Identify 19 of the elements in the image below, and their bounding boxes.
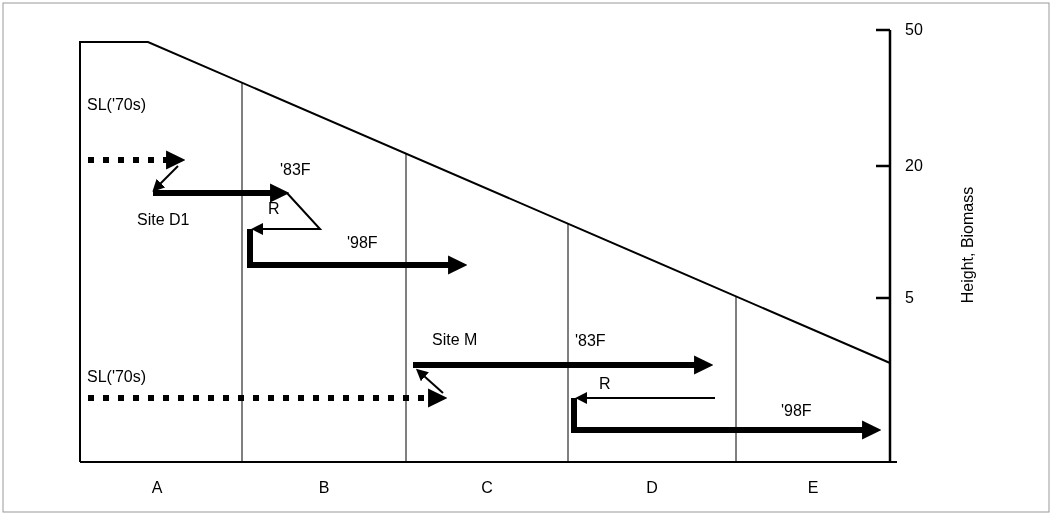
event-label: '98F — [781, 402, 812, 420]
tick-label: 5 — [905, 289, 914, 307]
zone-label: A — [151, 479, 163, 497]
series-label: SL('70s) — [87, 368, 147, 386]
tick-label: 20 — [905, 157, 923, 175]
event-label: '83F — [575, 332, 606, 350]
event-label: R — [268, 200, 280, 218]
zone-label: D — [646, 479, 658, 497]
event-label: '98F — [347, 234, 378, 252]
event-label: R — [599, 375, 611, 393]
site-label: Site M — [432, 331, 478, 349]
site-label: Site D1 — [137, 211, 190, 229]
zone-label: E — [807, 479, 819, 497]
axis-title: Height, Biomass — [959, 186, 977, 304]
zone-label: C — [481, 479, 493, 497]
event-label: '83F — [280, 161, 311, 179]
tick-label: 50 — [905, 21, 923, 39]
zone-label: B — [318, 479, 330, 497]
series-label: SL('70s) — [87, 96, 147, 114]
